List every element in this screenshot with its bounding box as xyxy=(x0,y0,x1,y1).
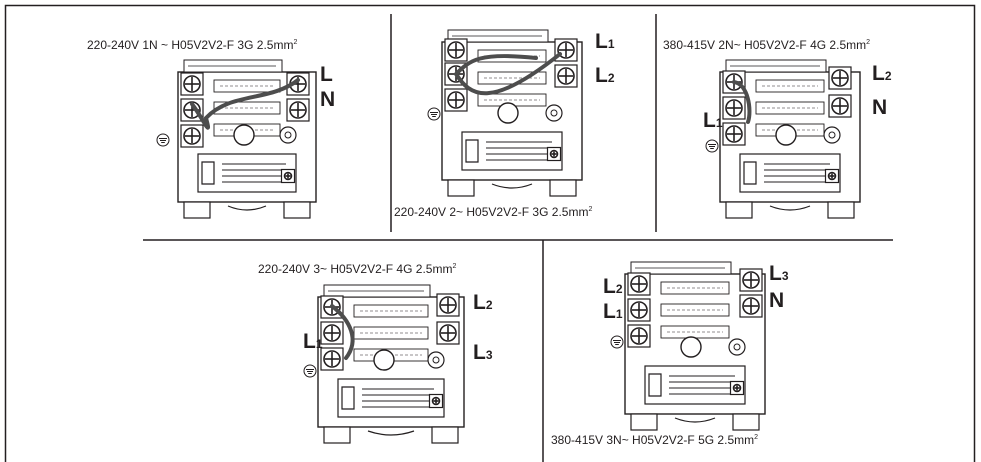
terminal-screw-icon xyxy=(180,72,204,96)
clamp-screw-icon xyxy=(428,393,444,409)
panel-2-terminal-l2: L2 xyxy=(595,64,615,87)
terminal-screw-icon xyxy=(436,321,460,345)
terminal-screw-icon xyxy=(320,347,344,371)
panel-2-caption: 220-240V 2~ H05V2V2-F 3G 2.5mm2 xyxy=(394,205,593,219)
panel-5-terminal-l3: L3 xyxy=(769,262,789,285)
terminal-screw-icon xyxy=(722,96,746,120)
terminal-screw-icon xyxy=(320,321,344,345)
terminal-screw-icon xyxy=(627,272,651,296)
panel-4-terminal-block xyxy=(303,284,465,444)
clamp-screw-icon xyxy=(546,146,562,162)
terminal-screw-icon xyxy=(828,94,852,118)
panel-4-caption: 220-240V 3~ H05V2V2-F 4G 2.5mm2 xyxy=(258,262,457,276)
panel-2-terminal-l1: L1 xyxy=(595,30,615,53)
terminal-screw-icon xyxy=(436,293,460,317)
terminal-screw-icon xyxy=(286,72,310,96)
terminal-screw-icon xyxy=(180,124,204,148)
clamp-screw-icon xyxy=(280,168,296,184)
terminal-screw-icon xyxy=(627,324,651,348)
earth-icon xyxy=(610,335,624,349)
panel-1-terminal-block xyxy=(156,59,317,219)
earth-icon xyxy=(705,139,719,153)
panel-3-terminal-l1: L1 xyxy=(703,109,723,132)
terminal-screw-icon xyxy=(828,66,852,90)
terminal-screw-icon xyxy=(722,122,746,146)
earth-icon xyxy=(303,364,317,378)
panel-4-terminal-l1: L1 xyxy=(303,330,323,353)
panel-3-terminal-block xyxy=(705,59,861,219)
panel-3-caption: 380-415V 2N~ H05V2V2-F 4G 2.5mm2 xyxy=(663,38,871,52)
earth-icon xyxy=(156,133,170,147)
panel-3-terminal-n: N xyxy=(872,96,888,119)
panel-4-terminal-l3: L3 xyxy=(473,341,493,364)
panel-5-caption: 380-415V 3N~ H05V2V2-F 5G 2.5mm2 xyxy=(551,433,759,447)
panel-5-terminal-l2: L2 xyxy=(603,275,623,298)
panel-5-terminal-n: N xyxy=(769,289,785,312)
panel-3-terminal-l2: L2 xyxy=(872,62,892,85)
clamp-screw-icon xyxy=(824,168,840,184)
panel-1-terminal-l: L xyxy=(320,63,333,86)
terminal-screw-icon xyxy=(739,294,763,318)
panel-4-terminal-l2: L2 xyxy=(473,291,493,314)
panel-5-terminal-l1: L1 xyxy=(603,300,623,323)
clamp-screw-icon xyxy=(729,380,745,396)
terminal-screw-icon xyxy=(286,98,310,122)
terminal-screw-icon xyxy=(627,298,651,322)
terminal-screw-icon xyxy=(739,268,763,292)
panel-2-terminal-block xyxy=(427,29,583,197)
panel-1-caption: 220-240V 1N ~ H05V2V2-F 3G 2.5mm2 xyxy=(87,38,298,52)
terminal-screw-icon xyxy=(444,38,468,62)
panel-1-terminal-n: N xyxy=(320,88,336,111)
terminal-screw-icon xyxy=(444,88,468,112)
earth-icon xyxy=(427,107,441,121)
panel-5-terminal-block xyxy=(610,261,766,431)
terminal-screw-icon xyxy=(554,64,578,88)
